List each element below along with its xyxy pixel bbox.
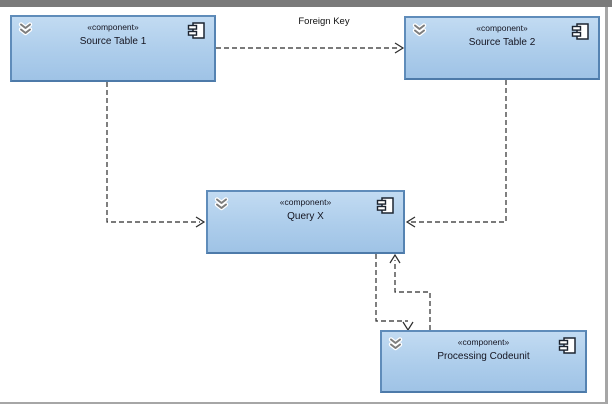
component-node-source-table-1[interactable]: «component» Source Table 1 <box>10 15 216 82</box>
uml-component-icon <box>376 196 395 215</box>
collapse-chevron-icon <box>214 197 229 211</box>
node-stereotype: «component» <box>87 22 139 32</box>
node-name: Processing Codeunit <box>437 351 530 362</box>
connector-codeunit-to-query[interactable] <box>389 253 431 330</box>
collapse-chevron-icon <box>412 23 427 37</box>
collapse-chevron-icon <box>18 22 33 36</box>
node-labels: «component» Source Table 2 <box>406 18 598 50</box>
node-labels: «component» Source Table 1 <box>12 17 214 49</box>
node-stereotype: «component» <box>476 23 528 33</box>
node-stereotype: «component» <box>279 197 332 207</box>
connector-label-foreign-key[interactable]: Foreign Key <box>298 16 350 27</box>
connector-st2-to-query[interactable] <box>405 80 507 228</box>
component-node-source-table-2[interactable]: «component» Source Table 2 <box>404 16 600 80</box>
uml-component-icon <box>558 336 577 355</box>
component-node-query-x[interactable]: «component» Query X <box>206 190 405 254</box>
component-node-processing-codeunit[interactable]: «component» Processing Codeunit <box>380 330 587 393</box>
node-name: Query X <box>287 211 324 222</box>
node-labels: «component» Query X <box>208 192 403 224</box>
connector-foreign-key[interactable] <box>216 42 405 54</box>
node-stereotype: «component» <box>457 337 510 347</box>
node-name: Source Table 2 <box>468 37 536 48</box>
connector-st1-to-query[interactable] <box>106 82 206 228</box>
uml-component-icon <box>571 22 590 41</box>
node-name: Source Table 1 <box>79 36 147 47</box>
node-labels: «component» Processing Codeunit <box>382 332 585 364</box>
uml-component-icon <box>187 21 206 40</box>
window-titlebar <box>0 0 612 7</box>
collapse-chevron-icon <box>388 337 403 351</box>
